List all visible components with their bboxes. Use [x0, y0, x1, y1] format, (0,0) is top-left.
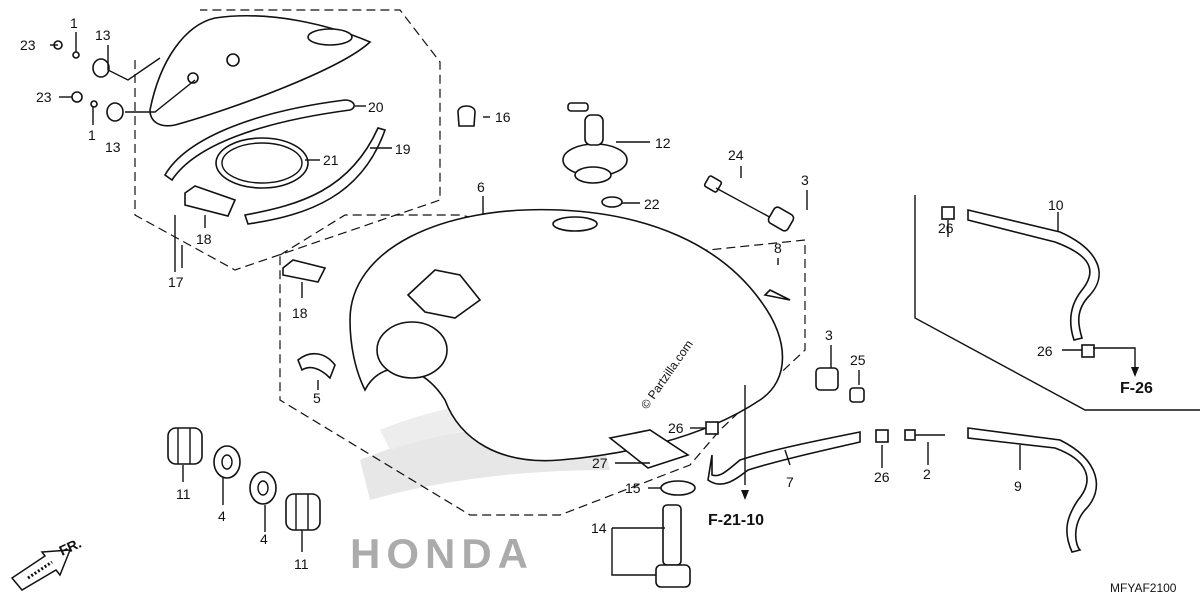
clip-26-c [941, 206, 955, 220]
label-2: 2 [923, 466, 931, 482]
hose-9 [967, 427, 1098, 553]
label-7: 7 [786, 474, 794, 490]
label-19: 19 [395, 141, 411, 157]
label-6: 6 [477, 179, 485, 195]
hose-10 [967, 208, 1100, 341]
label-8: 8 [774, 240, 782, 256]
grommet-13-lower [106, 102, 124, 122]
label-21: 21 [323, 152, 339, 168]
seal-ring-21 [215, 137, 309, 189]
cap-16 [457, 105, 476, 127]
fuel-tank-part [349, 208, 784, 462]
label-4: 4 [218, 508, 226, 524]
part-labels: 1 13 23 23 1 13 20 19 21 18 17 16 12 22 … [20, 15, 1064, 572]
label-26: 26 [874, 469, 890, 485]
label-16: 16 [495, 109, 511, 125]
label-17: 17 [168, 274, 184, 290]
label-23: 23 [36, 89, 52, 105]
label-9: 9 [1014, 478, 1022, 494]
label-18: 18 [292, 305, 308, 321]
label-10: 10 [1048, 197, 1064, 213]
washer-1-lower [90, 100, 98, 108]
grommet-13-upper [92, 58, 110, 78]
nut-11-right [285, 493, 321, 531]
label-25: 25 [850, 352, 866, 368]
fuel-cap-part [562, 102, 628, 184]
cushion-pad-18-lower [282, 259, 327, 283]
hose-7 [707, 431, 861, 485]
washer-4-left [213, 445, 241, 479]
rubber-strip-20 [163, 99, 355, 182]
label-4: 4 [260, 531, 268, 547]
label-14: 14 [591, 520, 607, 536]
label-26: 26 [1037, 343, 1053, 359]
arrow-down-icon-2 [1131, 367, 1139, 377]
diagram-code: MFYAF2100 [1110, 581, 1177, 595]
gasket-22 [601, 196, 623, 208]
label-24: 24 [728, 147, 744, 163]
label-26: 26 [668, 420, 684, 436]
cover-group-boundary [134, 9, 441, 271]
label-27: 27 [592, 455, 608, 471]
washer-4-right [249, 471, 277, 505]
hose-subpanel-boundary [914, 195, 1200, 411]
label-18: 18 [196, 231, 212, 247]
clip-26-b [875, 429, 889, 443]
collar-3-upper [767, 206, 795, 232]
label-1: 1 [70, 15, 78, 31]
top-cover-part [149, 15, 372, 127]
screw-23-lower [71, 91, 83, 103]
label-20: 20 [368, 99, 384, 115]
fuel-sensor-14 [655, 504, 691, 588]
label-26: 26 [938, 220, 954, 236]
label-12: 12 [655, 135, 671, 151]
bolt-24 [703, 175, 776, 221]
heat-guard-27 [608, 429, 690, 469]
honda-text-watermark: HONDA [350, 530, 534, 577]
label-11: 11 [294, 556, 309, 572]
reference-f26: F-26 [1120, 380, 1153, 397]
reference-f21-10: F-21-10 [708, 512, 764, 529]
label-11: 11 [176, 486, 191, 502]
front-label: FR. [57, 535, 84, 559]
label-3: 3 [801, 172, 809, 188]
cushion-5 [297, 352, 336, 380]
clip-26-a [705, 421, 719, 435]
label-22: 22 [644, 196, 660, 212]
bolt-2 [904, 429, 945, 441]
bushing-25 [849, 387, 865, 403]
rubber-strip-19 [243, 127, 387, 225]
clip-26-d [1081, 344, 1095, 358]
leader-lines [50, 32, 1136, 576]
o-ring-15 [660, 480, 696, 496]
label-3: 3 [825, 327, 833, 343]
label-5: 5 [313, 390, 321, 406]
label-15: 15 [625, 480, 641, 496]
front-direction-arrow: FR. [10, 535, 84, 591]
label-1: 1 [88, 127, 96, 143]
label-23: 23 [20, 37, 36, 53]
arrow-down-icon [741, 490, 749, 500]
cushion-pad-18-upper [184, 185, 237, 217]
collar-3-lower [815, 367, 839, 391]
label-13: 13 [105, 139, 121, 155]
tank-group-boundary [279, 214, 806, 516]
label-13: 13 [95, 27, 111, 43]
label-8 [763, 289, 791, 301]
nut-11-left [167, 427, 203, 465]
washer-1-upper [72, 51, 80, 59]
